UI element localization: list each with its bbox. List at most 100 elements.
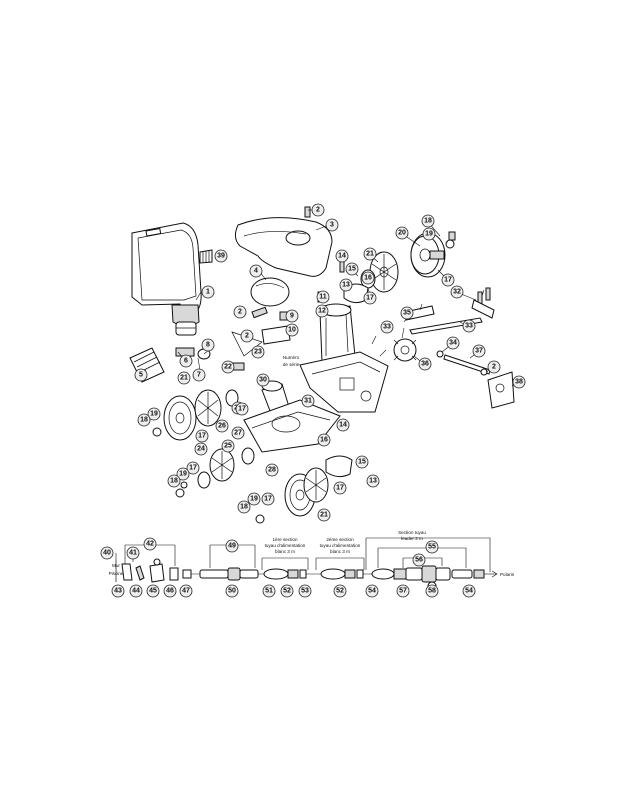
callout-19: 19 — [147, 407, 161, 421]
svg-text:43: 43 — [114, 588, 122, 595]
svg-text:1: 1 — [206, 289, 210, 296]
svg-text:18: 18 — [140, 417, 148, 424]
text-labels: Numéro de série Mur Piscine 1ère section… — [109, 355, 515, 577]
serial-number-label-line1: Numéro — [283, 355, 300, 360]
callout-45: 45 — [146, 584, 160, 598]
svg-text:58: 58 — [428, 588, 436, 595]
hose-brackets — [115, 537, 491, 572]
callout-50: 50 — [225, 584, 239, 598]
svg-text:30: 30 — [259, 377, 267, 384]
callout-17: 17 — [195, 429, 209, 443]
svg-text:42: 42 — [146, 541, 154, 548]
callout-18: 18 — [137, 413, 151, 427]
callout-33: 33 — [462, 319, 476, 333]
part-gear-shaft — [393, 299, 495, 375]
part-float — [250, 277, 290, 307]
callout-36: 36 — [418, 357, 432, 371]
callout-7: 7 — [192, 368, 206, 382]
part-bag — [131, 222, 202, 336]
svg-text:2: 2 — [245, 333, 249, 340]
callout-51: 51 — [262, 584, 276, 598]
svg-text:19: 19 — [425, 231, 433, 238]
callout-15: 15 — [345, 262, 359, 276]
callout-22: 22 — [221, 360, 235, 374]
svg-text:2: 2 — [238, 309, 242, 316]
callout-14: 14 — [335, 249, 349, 263]
callout-17: 17 — [186, 461, 200, 475]
callout-21: 21 — [317, 508, 331, 522]
svg-text:39: 39 — [217, 253, 225, 260]
part-wheel-left-lower — [180, 447, 255, 489]
svg-text:52: 52 — [283, 588, 291, 595]
callout-47: 47 — [179, 584, 193, 598]
svg-text:13: 13 — [342, 282, 350, 289]
serial-number-label-line2: de série — [283, 362, 300, 367]
svg-text:17: 17 — [189, 465, 197, 472]
callout-16: 16 — [317, 433, 331, 447]
callout-21: 21 — [363, 247, 377, 261]
callout-13: 13 — [339, 278, 353, 292]
callout-35: 35 — [400, 306, 414, 320]
svg-text:16: 16 — [320, 437, 328, 444]
callout-49: 49 — [225, 539, 239, 553]
svg-text:50: 50 — [228, 588, 236, 595]
callout-32: 32 — [450, 285, 464, 299]
callout-37: 37 — [472, 344, 486, 358]
section-2-line3: blanc 3 m — [330, 549, 350, 554]
callout-19: 19 — [422, 227, 436, 241]
section-1-line2: tuyau d'alimentation — [265, 543, 306, 548]
svg-text:15: 15 — [348, 266, 356, 273]
callout-40: 40 — [100, 546, 114, 560]
svg-text:25: 25 — [224, 443, 232, 450]
callout-56: 56 — [412, 553, 426, 567]
svg-text:24: 24 — [197, 446, 205, 453]
callout-5: 5 — [134, 368, 148, 382]
callout-9: 9 — [285, 309, 299, 323]
svg-text:34: 34 — [449, 340, 457, 347]
callout-18: 18 — [167, 474, 181, 488]
callout-38: 38 — [512, 375, 526, 389]
wall-label-line1: Mur — [112, 563, 120, 568]
callout-2: 2 — [233, 305, 247, 319]
callout-46: 46 — [163, 584, 177, 598]
svg-text:49: 49 — [228, 543, 236, 550]
callout-31: 31 — [301, 394, 315, 408]
svg-text:21: 21 — [320, 512, 328, 519]
svg-text:6: 6 — [184, 358, 188, 365]
svg-text:44: 44 — [132, 588, 140, 595]
svg-text:36: 36 — [421, 361, 429, 368]
svg-text:8: 8 — [206, 342, 210, 349]
svg-text:45: 45 — [149, 588, 157, 595]
section-leader-line1: Section tuyau — [398, 530, 426, 535]
part-wheel-left-upper — [163, 389, 239, 441]
callout-34: 34 — [446, 336, 460, 350]
svg-text:18: 18 — [240, 504, 248, 511]
callout-57: 57 — [396, 584, 410, 598]
callout-28: 28 — [265, 463, 279, 477]
svg-text:21: 21 — [180, 375, 188, 382]
svg-text:55: 55 — [428, 544, 436, 551]
callout-17: 17 — [235, 402, 249, 416]
svg-text:4: 4 — [254, 268, 258, 275]
svg-text:31: 31 — [304, 398, 312, 405]
callout-2: 2 — [240, 329, 254, 343]
svg-text:37: 37 — [475, 348, 483, 355]
callout-4: 4 — [249, 264, 263, 278]
callout-2: 2 — [311, 203, 325, 217]
part-39 — [199, 249, 213, 264]
svg-text:17: 17 — [238, 406, 246, 413]
svg-text:9: 9 — [290, 313, 294, 320]
callout-42: 42 — [143, 537, 157, 551]
svg-text:7: 7 — [197, 372, 201, 379]
svg-text:46: 46 — [166, 588, 174, 595]
callout-17: 17 — [363, 291, 377, 305]
svg-text:54: 54 — [465, 588, 473, 595]
callout-17: 17 — [261, 492, 275, 506]
part-bearing-block — [487, 371, 515, 409]
svg-text:17: 17 — [366, 295, 374, 302]
svg-text:56: 56 — [415, 557, 423, 564]
callout-20: 20 — [395, 226, 409, 240]
svg-text:28: 28 — [268, 467, 276, 474]
callout-54: 54 — [462, 584, 476, 598]
callout-17: 17 — [441, 273, 455, 287]
